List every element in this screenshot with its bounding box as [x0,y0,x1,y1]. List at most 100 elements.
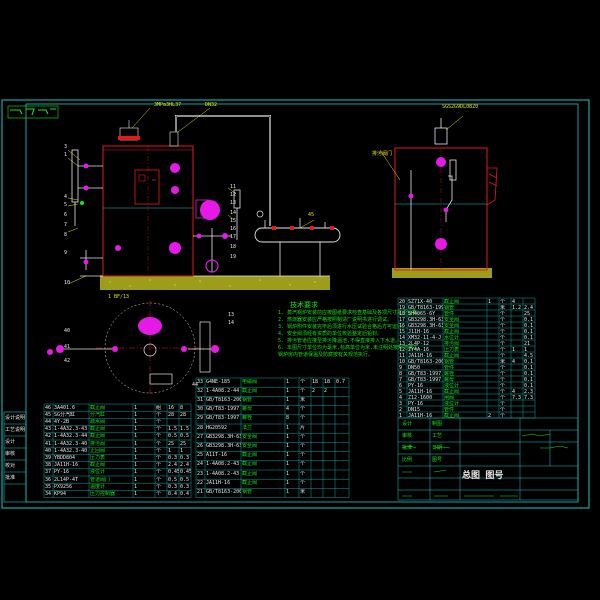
table-cell: 1 [134,447,138,454]
inner-frame [25,103,579,503]
callout-number: 9 [64,250,68,256]
table-cell: 温度计 [90,483,106,490]
note-line: 2. 燃烧器安装应严格按照制造厂说明书进行调试。 [278,317,393,323]
table-cell: 1 [134,433,138,440]
table-cell: 4 [512,298,516,305]
table-cell: 个 [500,310,506,317]
table-cell: 个 [300,461,306,468]
table-cell: 疏水阀 [90,418,106,425]
callout-number: 13 [228,312,235,318]
table-cell: 截止阀 [90,462,106,469]
title-block-label: 总图 图号 [462,471,504,481]
table-cell: 个 [500,334,506,341]
table-cell: 1 [134,476,138,483]
table-cell: SZ71X-40 [408,298,433,305]
table-cell: 9 [399,364,403,371]
table-cell: 8 [399,370,403,377]
table-cell: 16 [168,404,175,411]
callout-top-left-b: DN32 [205,102,218,108]
table-cell: 5 [399,388,403,395]
foundation-gravel [100,276,330,290]
table-cell: GB/T83-1997 [206,406,240,413]
table-cell: 个 [500,376,506,383]
outer-frame [1,99,590,509]
table-cell: 25 [168,440,175,447]
table-cell: A11T-16 [206,452,228,459]
table-cell: 个 [500,346,506,353]
table-cell: 排污阀 [90,440,106,447]
table-cell: 1-4A32.3-40 [54,440,88,447]
table-cell: 1 [286,387,290,394]
table-cell: 米 [500,358,506,365]
table-cell: 个 [156,490,162,497]
table-cell: JA11H-16 [54,462,79,469]
table-cell: 水位计 [444,334,460,341]
table-cell: ZY4A-16 [408,346,430,353]
table-cell: 个 [500,412,506,419]
table-cell: 2.3 [524,388,534,395]
callout-header-number: 45 [308,212,315,218]
table-cell: 分汽缸 [90,411,106,418]
table-cell: 0.1 [524,376,534,383]
callout-number: 14 [228,320,235,326]
porthole-upper [170,163,180,173]
table-cell: GB/T8163-2008 [408,358,443,365]
table-cell: 个 [156,447,162,454]
table-cell: 1-4A32.3-40 [54,447,88,454]
table-cell: 32 [197,387,204,394]
table-cell: 1-4A32.3-44 [54,433,88,440]
table-cell: 组 [156,404,162,411]
table-cell: 个 [500,328,506,335]
callout-number: 1 [64,152,68,158]
callout-number: 7 [64,222,68,228]
note-line: 3. 锅炉附件安装完毕后须进行水压试验合格后方可运行。 [278,324,408,330]
callout-number: 8 [64,232,68,238]
table-cell: 4 [399,394,403,401]
callout-number: 19 [230,254,237,260]
table-cell: 个 [300,479,306,486]
table-cell: 16 [399,322,406,329]
table-cell: 钢管 [242,396,253,403]
table-cell: 22 [197,479,204,486]
table-cell: J11H-16 [408,328,430,335]
feed-pump [205,259,219,273]
title-block-text: 设计 [402,421,413,427]
notes-title: 技术要求 [290,301,318,309]
plan-view [47,300,219,395]
table-cell: JA11H-16 [408,412,433,419]
title-block-text: 工艺 [432,433,443,439]
table-cell: 2 [399,406,403,413]
table-cell: 闸阀 [444,394,455,401]
table-cell: 管道阀门 [90,476,111,483]
callout-number: 12 [230,192,237,198]
table-cell: 35 [45,483,52,490]
table-cell: 米 [300,488,306,495]
table-cell: 个 [156,476,162,483]
table-cell: 4 [286,406,290,413]
table-cell: GB/T83-1997 [206,415,240,422]
title-block-text: 比例 [402,457,413,463]
table-cell: 2.4 [524,304,534,311]
side-label: 批准 [5,475,16,481]
table-cell: 1.5 [180,426,190,433]
callout-number: 17 [230,234,237,240]
table-cell: 螺栓 [444,370,455,377]
table-cell: G4NE-185 [206,378,231,385]
steam-pipe [175,115,271,226]
table-cell: 27 [197,433,204,440]
title-block-text: 审核 [402,433,413,439]
table-cell: PX9256 [54,483,73,490]
table-cell: 1 [134,483,138,490]
table-cell: 18 [324,378,331,385]
table-cell: 1 [512,346,516,353]
callout-number: 16 [230,226,237,232]
table-cell: 安全阀 [444,322,460,329]
table-cell: DN50 [408,364,421,371]
table-cell: 截止阀 [444,352,460,359]
table-cell: GB3298.3H-63 [206,433,241,440]
table-cell: 个 [300,433,306,440]
table-cell: 39 [45,454,52,461]
table-cell: JA11H-16 [206,479,231,486]
title-block [397,417,579,501]
table-cell: 15 [399,328,406,335]
